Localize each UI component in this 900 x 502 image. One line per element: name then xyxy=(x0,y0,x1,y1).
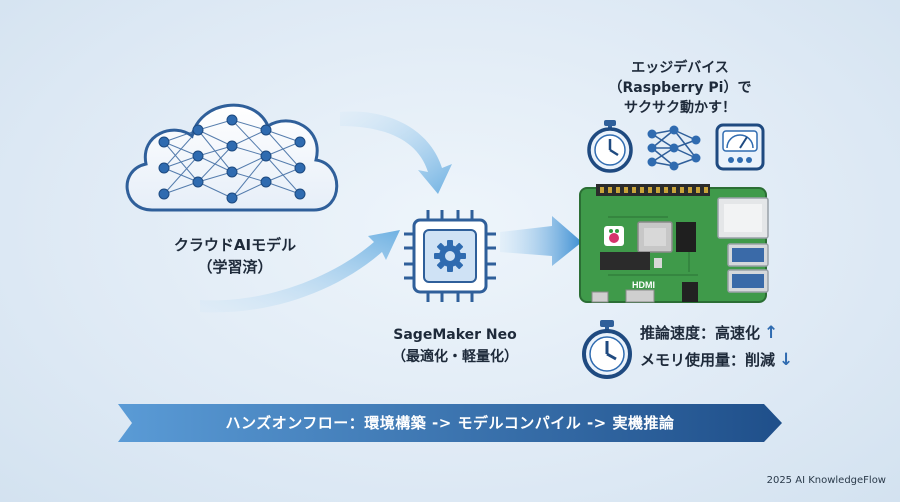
gauge-meter-icon xyxy=(715,123,765,171)
stopwatch-icon xyxy=(587,120,633,173)
cloud-neural-network xyxy=(125,103,339,212)
arrow-neo-to-device xyxy=(500,216,582,266)
edge-caption-line2: （Raspberry Pi）で xyxy=(608,80,752,96)
gear-icon xyxy=(434,240,466,272)
arrow-cloud-to-neo xyxy=(340,111,452,194)
flow-arrows xyxy=(200,111,582,313)
flow-banner-shape xyxy=(118,404,782,442)
arrow-up-icon: ↑ xyxy=(764,322,779,343)
edge-caption-line1: エッジデバイス xyxy=(631,60,729,76)
memory-result: メモリ使用量：削減 ↓ xyxy=(640,349,793,370)
sagemaker-neo-chip xyxy=(404,210,496,302)
raspberry-pi-board: HDMI xyxy=(579,184,769,303)
cloud-model-label: クラウドAIモデル （学習済） xyxy=(130,234,340,278)
neo-label-line2: （最適化・軽量化） xyxy=(392,349,518,365)
arrow-input-to-neo xyxy=(200,230,400,313)
hands-on-flow-banner: ハンズオンフロー：環境構築 -> モデルコンパイル -> 実機推論 xyxy=(225,414,675,432)
arrow-down-icon: ↓ xyxy=(779,349,794,370)
result-stopwatch-icon xyxy=(582,320,632,379)
memory-label: メモリ使用量：削減 xyxy=(640,351,776,369)
sagemaker-neo-label: SageMaker Neo （最適化・軽量化） xyxy=(370,324,540,368)
speed-label: 推論速度：高速化 xyxy=(640,324,761,342)
edge-caption-line3: サクサク動かす！ xyxy=(624,100,736,116)
neo-label-line1: SageMaker Neo xyxy=(393,327,517,343)
copyright-footer: 2025 AI KnowledgeFlow xyxy=(766,475,886,486)
edge-device-caption: エッジデバイス （Raspberry Pi）で サクサク動かす！ xyxy=(580,58,780,118)
cloud-label-line2: （学習済） xyxy=(197,258,273,276)
neural-network-icon xyxy=(647,125,701,171)
hdmi-label: HDMI xyxy=(632,280,655,290)
cloud-label-line1: クラウドAIモデル xyxy=(173,236,297,254)
speed-result: 推論速度：高速化 ↑ xyxy=(640,322,778,343)
